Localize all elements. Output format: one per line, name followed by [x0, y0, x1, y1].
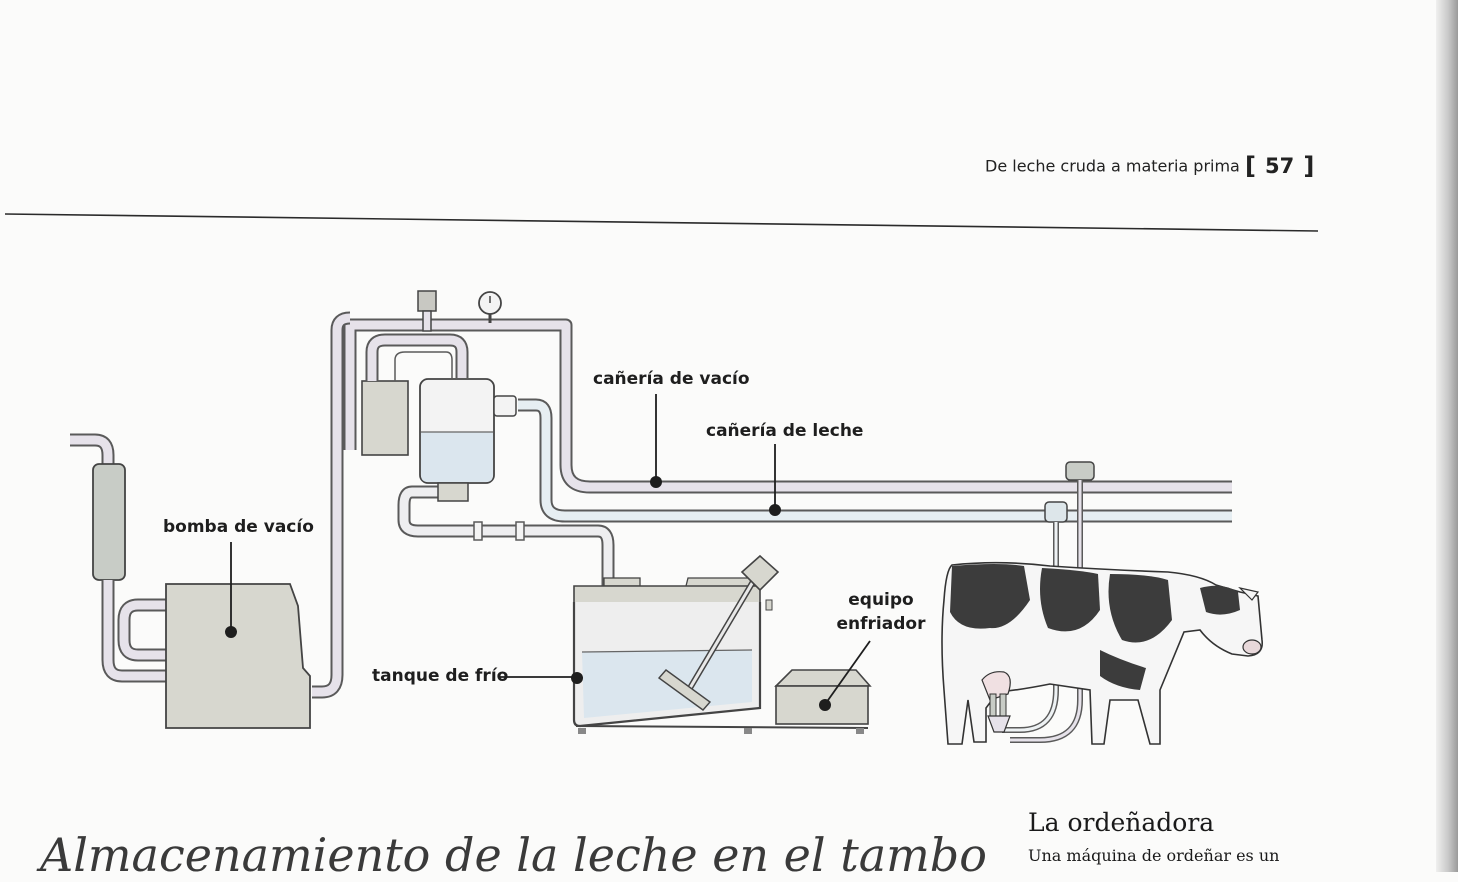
- section-heading: Almacenamiento de la leche en el tambo: [40, 828, 987, 882]
- label-cooling-tank: tanque de frío: [372, 666, 508, 686]
- vacuum-pump: [70, 433, 311, 729]
- vacuum-pipeline: [343, 318, 1232, 494]
- sidebar-text: Una máquina de ordeñar es un: [1028, 846, 1280, 865]
- label-milk-pipe: cañería de leche: [706, 421, 863, 441]
- bracket-open: [: [1244, 152, 1256, 180]
- milk-receiver-jar: [419, 378, 517, 502]
- cooling-tank: [572, 577, 869, 734]
- label-vacuum-pump: bomba de vacío: [163, 517, 314, 537]
- milk-pipeline: [518, 398, 1232, 523]
- vacuum-regulator: [417, 290, 437, 332]
- running-header: De leche cruda a materia prima [ 57 ]: [985, 152, 1314, 180]
- callout-cooling-unit: [819, 640, 871, 711]
- pump-riser-pipe: [312, 311, 351, 699]
- callout-cooling-tank: [500, 672, 583, 684]
- cooling-unit: [774, 669, 872, 725]
- running-title: De leche cruda a materia prima: [985, 156, 1240, 176]
- page-number: 57: [1265, 154, 1295, 178]
- milking-unit: [1002, 461, 1095, 743]
- label-cooling-unit-line1: equipo: [848, 590, 913, 610]
- label-cooling-unit-line2: enfriador: [837, 614, 927, 634]
- header-rule: [4, 213, 1319, 232]
- tank-agitator: [657, 554, 780, 711]
- bracket-close: ]: [1303, 152, 1315, 180]
- callout-vacuum-pipe: [650, 394, 662, 488]
- sidebar-title: La ordeñadora: [1028, 808, 1215, 837]
- cow-illustration: [941, 561, 1264, 745]
- receiver-to-tank-pipe: [397, 485, 615, 648]
- callout-vacuum-pump: [225, 542, 237, 638]
- sanitary-trap: [361, 333, 469, 456]
- label-vacuum-pipe: cañería de vacío: [593, 369, 750, 389]
- callout-milk-pipe: [769, 444, 781, 516]
- page-edge: [1436, 0, 1458, 872]
- vacuum-gauge-icon: [478, 291, 502, 323]
